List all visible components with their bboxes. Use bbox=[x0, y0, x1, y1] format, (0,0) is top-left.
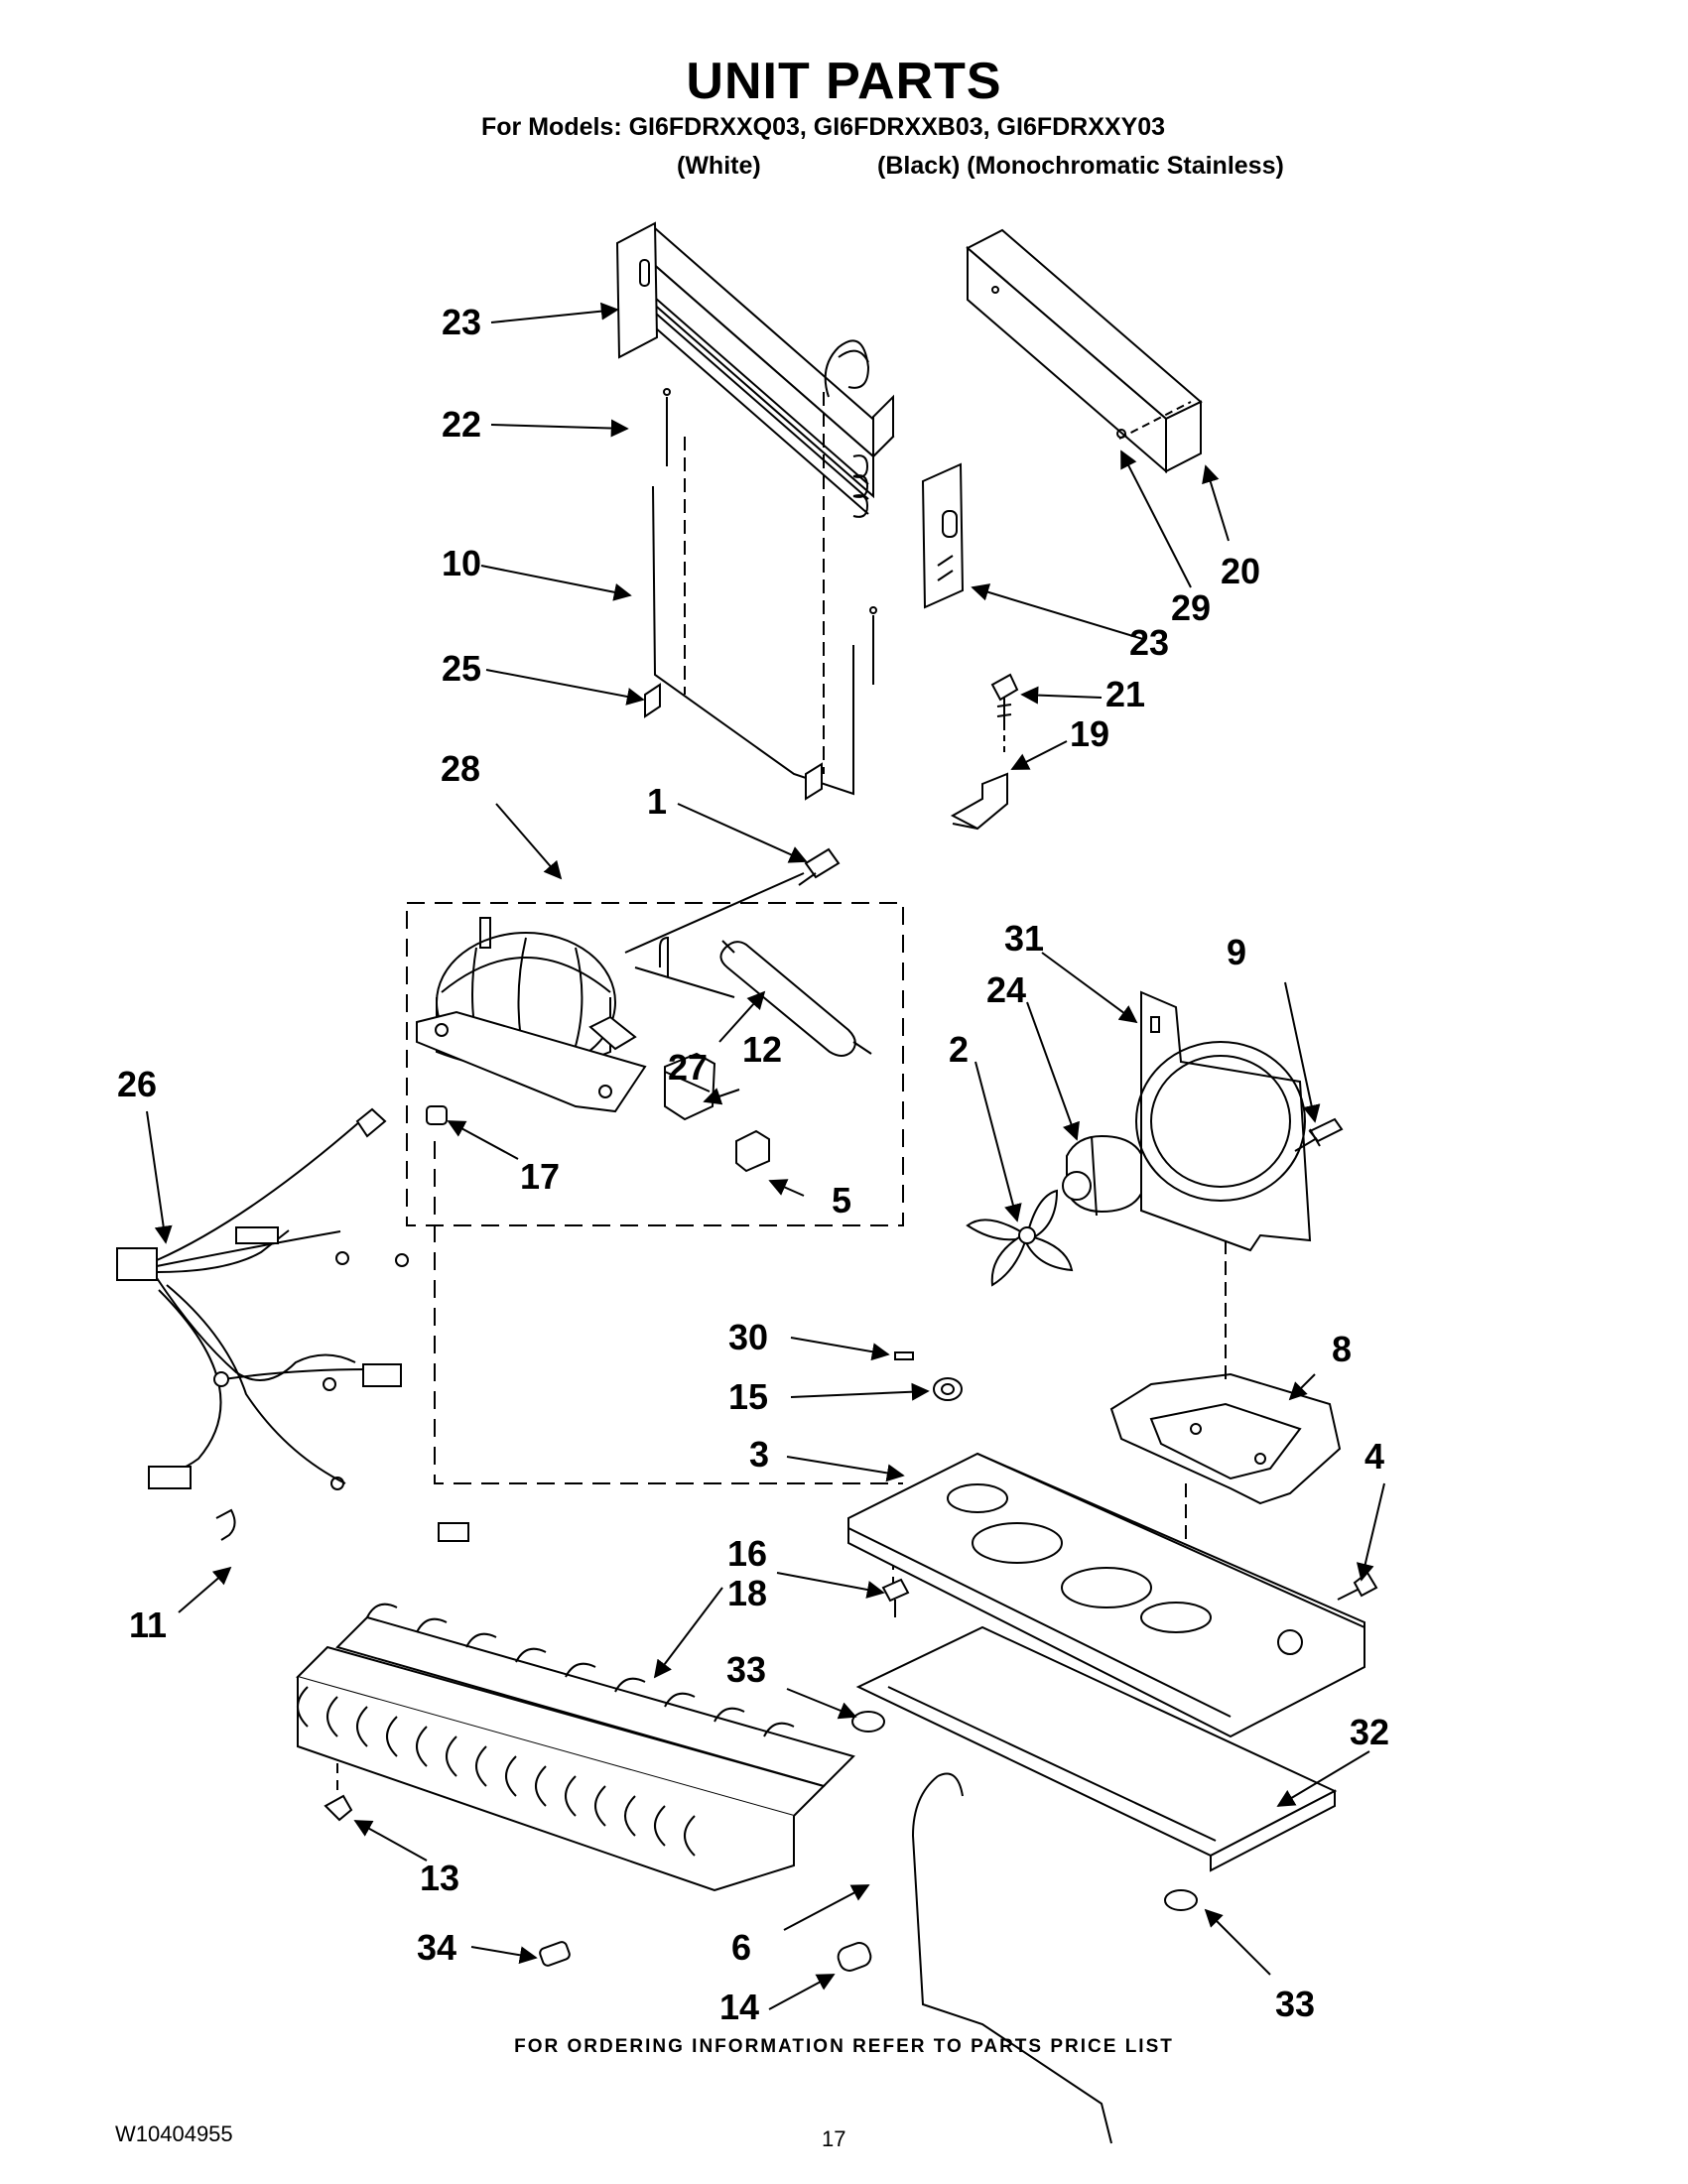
foot-33b-drawing bbox=[1164, 1889, 1198, 1911]
screw-16-drawing bbox=[881, 1578, 910, 1617]
compressor-drawing bbox=[416, 872, 805, 1125]
callout-21: 21 bbox=[1105, 674, 1145, 714]
callout-33-top: 33 bbox=[726, 1649, 766, 1690]
evaporator-cover-drawing bbox=[966, 228, 1203, 474]
evaporator-drawing bbox=[633, 226, 895, 518]
drier-27-drawing bbox=[719, 940, 872, 1057]
capacitor-14-drawing bbox=[837, 1942, 872, 1972]
callout-6: 6 bbox=[731, 1927, 751, 1968]
clip-13-drawing bbox=[324, 1794, 353, 1822]
callout-27: 27 bbox=[668, 1047, 708, 1088]
page-number: 17 bbox=[822, 2126, 846, 2151]
screw-9-drawing bbox=[1294, 1117, 1344, 1152]
color-label-black-stainless: (Black) (Monochromatic Stainless) bbox=[877, 152, 1284, 180]
callout-4: 4 bbox=[1364, 1436, 1384, 1477]
callout-24: 24 bbox=[986, 969, 1026, 1010]
callout-28: 28 bbox=[441, 748, 480, 789]
callout-12: 12 bbox=[742, 1029, 782, 1070]
callout-10: 10 bbox=[442, 543, 481, 583]
leader-lines bbox=[146, 302, 1385, 2010]
fan-motor-24-drawing bbox=[1062, 1134, 1142, 1217]
callout-31: 31 bbox=[1004, 918, 1044, 959]
callout-29: 29 bbox=[1171, 587, 1211, 628]
callout-17: 17 bbox=[520, 1156, 560, 1197]
condenser-18-drawing bbox=[296, 1603, 855, 1892]
callout-15: 15 bbox=[728, 1376, 768, 1417]
callout-30: 30 bbox=[728, 1317, 768, 1357]
callout-19: 19 bbox=[1070, 713, 1109, 754]
clip-11-drawing bbox=[215, 1508, 236, 1541]
evaporator-bracket-right-drawing bbox=[921, 462, 965, 609]
callout-25: 25 bbox=[442, 648, 481, 689]
motor-bracket-8-drawing bbox=[1109, 1372, 1342, 1505]
overload-relay-12-drawing bbox=[664, 1052, 716, 1121]
callout-32: 32 bbox=[1350, 1712, 1389, 1752]
cover-5-drawing bbox=[735, 1129, 770, 1173]
mounting-plate-3-drawing bbox=[847, 1452, 1365, 1738]
callout-33-bottom: 33 bbox=[1275, 1984, 1315, 2024]
grommet-15-drawing bbox=[933, 1377, 963, 1401]
screw-21-drawing bbox=[990, 673, 1019, 754]
callout-2: 2 bbox=[949, 1029, 969, 1070]
color-label-white: (White) bbox=[677, 152, 761, 180]
wiring-harness-26-drawing bbox=[116, 1107, 469, 1542]
evaporator-bracket-left-drawing bbox=[615, 221, 659, 359]
fan-blade-2-drawing bbox=[966, 1189, 1074, 1287]
callout-13: 13 bbox=[420, 1858, 459, 1898]
grommet-17-drawing bbox=[426, 1105, 448, 1125]
callout-14: 14 bbox=[719, 1987, 759, 2027]
models-line: For Models: GI6FDRXXQ03, GI6FDRXXB03, GI… bbox=[481, 113, 1166, 141]
callout-8: 8 bbox=[1332, 1329, 1352, 1369]
callout-22: 22 bbox=[442, 404, 481, 445]
callout-20: 20 bbox=[1221, 551, 1260, 591]
bracket-19-drawing bbox=[950, 772, 1008, 831]
callout-11: 11 bbox=[129, 1605, 167, 1645]
screw-4-drawing bbox=[1337, 1571, 1378, 1601]
callout-23-top: 23 bbox=[442, 302, 481, 342]
page-title: UNIT PARTS bbox=[686, 53, 1002, 110]
tube-6-drawing bbox=[911, 1772, 1112, 2144]
assembly-line-compressor bbox=[434, 1141, 903, 1484]
callout-16: 16 bbox=[727, 1533, 767, 1574]
callout-23-right: 23 bbox=[1129, 622, 1169, 663]
fan-shroud-31-drawing bbox=[1135, 990, 1312, 1252]
connector-34-drawing bbox=[539, 1941, 571, 1967]
foot-33a-drawing bbox=[851, 1711, 885, 1733]
callout-34: 34 bbox=[417, 1927, 456, 1968]
callout-5: 5 bbox=[832, 1180, 851, 1220]
callout-26: 26 bbox=[117, 1064, 157, 1104]
spacer-30-drawing bbox=[894, 1351, 914, 1360]
callout-labels: 23 22 10 25 28 1 20 29 23 21 19 31 9 24 … bbox=[117, 302, 1389, 2027]
screw-1-drawing bbox=[798, 847, 841, 886]
compressor-assembly-box bbox=[406, 902, 904, 1226]
callout-9: 9 bbox=[1227, 932, 1246, 972]
document-number: W10404955 bbox=[115, 2121, 233, 2146]
ordering-info-note: FOR ORDERING INFORMATION REFER TO PARTS … bbox=[514, 2036, 1174, 2057]
callout-18: 18 bbox=[727, 1573, 767, 1613]
base-pan-32-drawing bbox=[855, 1625, 1338, 1872]
defrost-heater-drawing bbox=[644, 388, 877, 801]
callout-3: 3 bbox=[749, 1434, 769, 1475]
callout-1: 1 bbox=[647, 781, 667, 822]
